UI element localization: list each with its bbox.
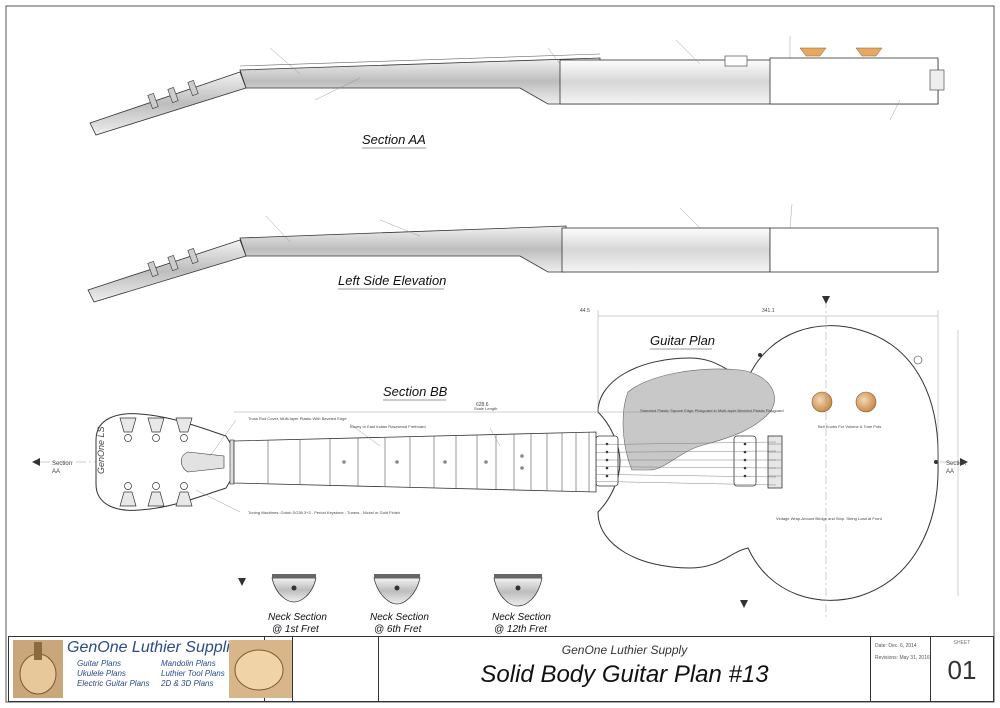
notes-cell xyxy=(293,637,379,701)
neck-section-2-title: Neck Section xyxy=(370,612,429,623)
headstock-logo: GenOne LS xyxy=(96,426,106,474)
section-marker-left: Section xyxy=(52,461,72,467)
sheet-number: 01 xyxy=(947,655,977,685)
neck-section-3: Neck Section @ 12th Fret xyxy=(492,574,551,635)
section-marker-right-aa: AA xyxy=(946,469,954,475)
fretboard xyxy=(233,431,597,493)
section-marker-left-aa: AA xyxy=(52,469,60,475)
section-bb-title: Section BB xyxy=(383,384,448,399)
title-block: GenOne Luthier Supplies Guitar Plans Uku… xyxy=(8,636,994,702)
brand-list-left: Guitar Plans Ukulele Plans Electric Guit… xyxy=(77,659,149,689)
supplier-name: GenOne Luthier Supply xyxy=(561,643,688,657)
neck-section-3-title: Neck Section xyxy=(492,612,551,623)
brand-item: Guitar Plans xyxy=(77,659,122,668)
brand-item: 2D & 3D Plans xyxy=(161,679,214,688)
left-side-elevation-title: Left Side Elevation xyxy=(338,273,446,288)
tone-knob-icon xyxy=(855,391,877,413)
spacer-cell xyxy=(265,637,293,701)
neck-section-2: Neck Section @ 6th Fret xyxy=(370,574,429,635)
tuning-note: Tuning Machines: Gotoh SG38 3+3 - Period… xyxy=(248,510,400,515)
brand-list-right: Mandolin Plans Luthier Tool Plans 2D & 3… xyxy=(161,659,225,689)
brand-item: Mandolin Plans xyxy=(161,659,216,668)
body-width-dim: 341.1 xyxy=(762,308,775,314)
brand-item: Ukulele Plans xyxy=(77,669,126,678)
section-bb-view: GenOne LS xyxy=(32,384,968,521)
truss-rod-note: Truss Rod Cover, Multi-layer Plastic Wit… xyxy=(248,416,347,421)
neck-sections: Neck Section @ 1st Fret Neck Section @ 6… xyxy=(238,574,551,635)
revisions-text: Revisions: May 31, 2016 xyxy=(875,655,930,661)
bridge-note: Vintage Wrap-Around Bridge and Stop. Str… xyxy=(776,516,883,521)
sheet-label: SHEET xyxy=(953,640,971,646)
sheet-border xyxy=(5,5,995,703)
brand-item: Luthier Tool Plans xyxy=(161,669,225,678)
ebony-note: Ebony or East Indian Rosewood Fretboard xyxy=(350,424,426,429)
plan-title-cell: GenOne Luthier Supply Solid Body Guitar … xyxy=(379,637,871,701)
section-aa-view: Section AA xyxy=(89,36,945,149)
knobs-note: Bell Knobs For Volume & Tone Pots xyxy=(818,424,881,429)
guitar-plan-view: 341.1 44.5 Guitar Plan xyxy=(40,296,960,620)
volume-knob-icon xyxy=(811,391,833,413)
neck-section-1-fret: @ 1st Fret xyxy=(272,624,320,635)
brand-name: GenOne Luthier Supplies xyxy=(67,639,247,656)
neck-section-1: Neck Section @ 1st Fret xyxy=(268,574,327,635)
scale-length-dim: 628.6 xyxy=(476,402,489,408)
sheet-cell: SHEET 01 xyxy=(931,637,993,701)
neck-width-dim: 44.5 xyxy=(580,308,590,314)
pickguard xyxy=(622,368,775,471)
plan-title: Solid Body Guitar Plan #13 xyxy=(480,661,769,688)
brand-cell: GenOne Luthier Supplies Guitar Plans Uku… xyxy=(9,637,293,701)
section-aa-title: Section AA xyxy=(362,132,426,147)
pickguard-note: Standard Plastic Square Edge Pickguard i… xyxy=(640,408,784,413)
guitar-plan-title: Guitar Plan xyxy=(650,333,715,348)
date-cell: Date: Dec. 6, 2014 Revisions: May 31, 20… xyxy=(871,637,931,701)
section-marker-right: Section xyxy=(946,461,966,467)
brand-item: Electric Guitar Plans xyxy=(77,679,150,688)
neck-section-2-fret: @ 6th Fret xyxy=(374,624,423,635)
scale-length-label: Scale Length xyxy=(474,406,497,411)
neck-section-1-title: Neck Section xyxy=(268,612,327,623)
date-text: Date: Dec. 6, 2014 xyxy=(875,643,917,649)
left-side-elevation-view: Left Side Elevation xyxy=(87,203,939,303)
guitar-photo-icon xyxy=(13,640,63,698)
neck-section-3-fret: @ 12th Fret xyxy=(494,624,548,635)
guitar-body-photo-icon xyxy=(229,640,293,698)
